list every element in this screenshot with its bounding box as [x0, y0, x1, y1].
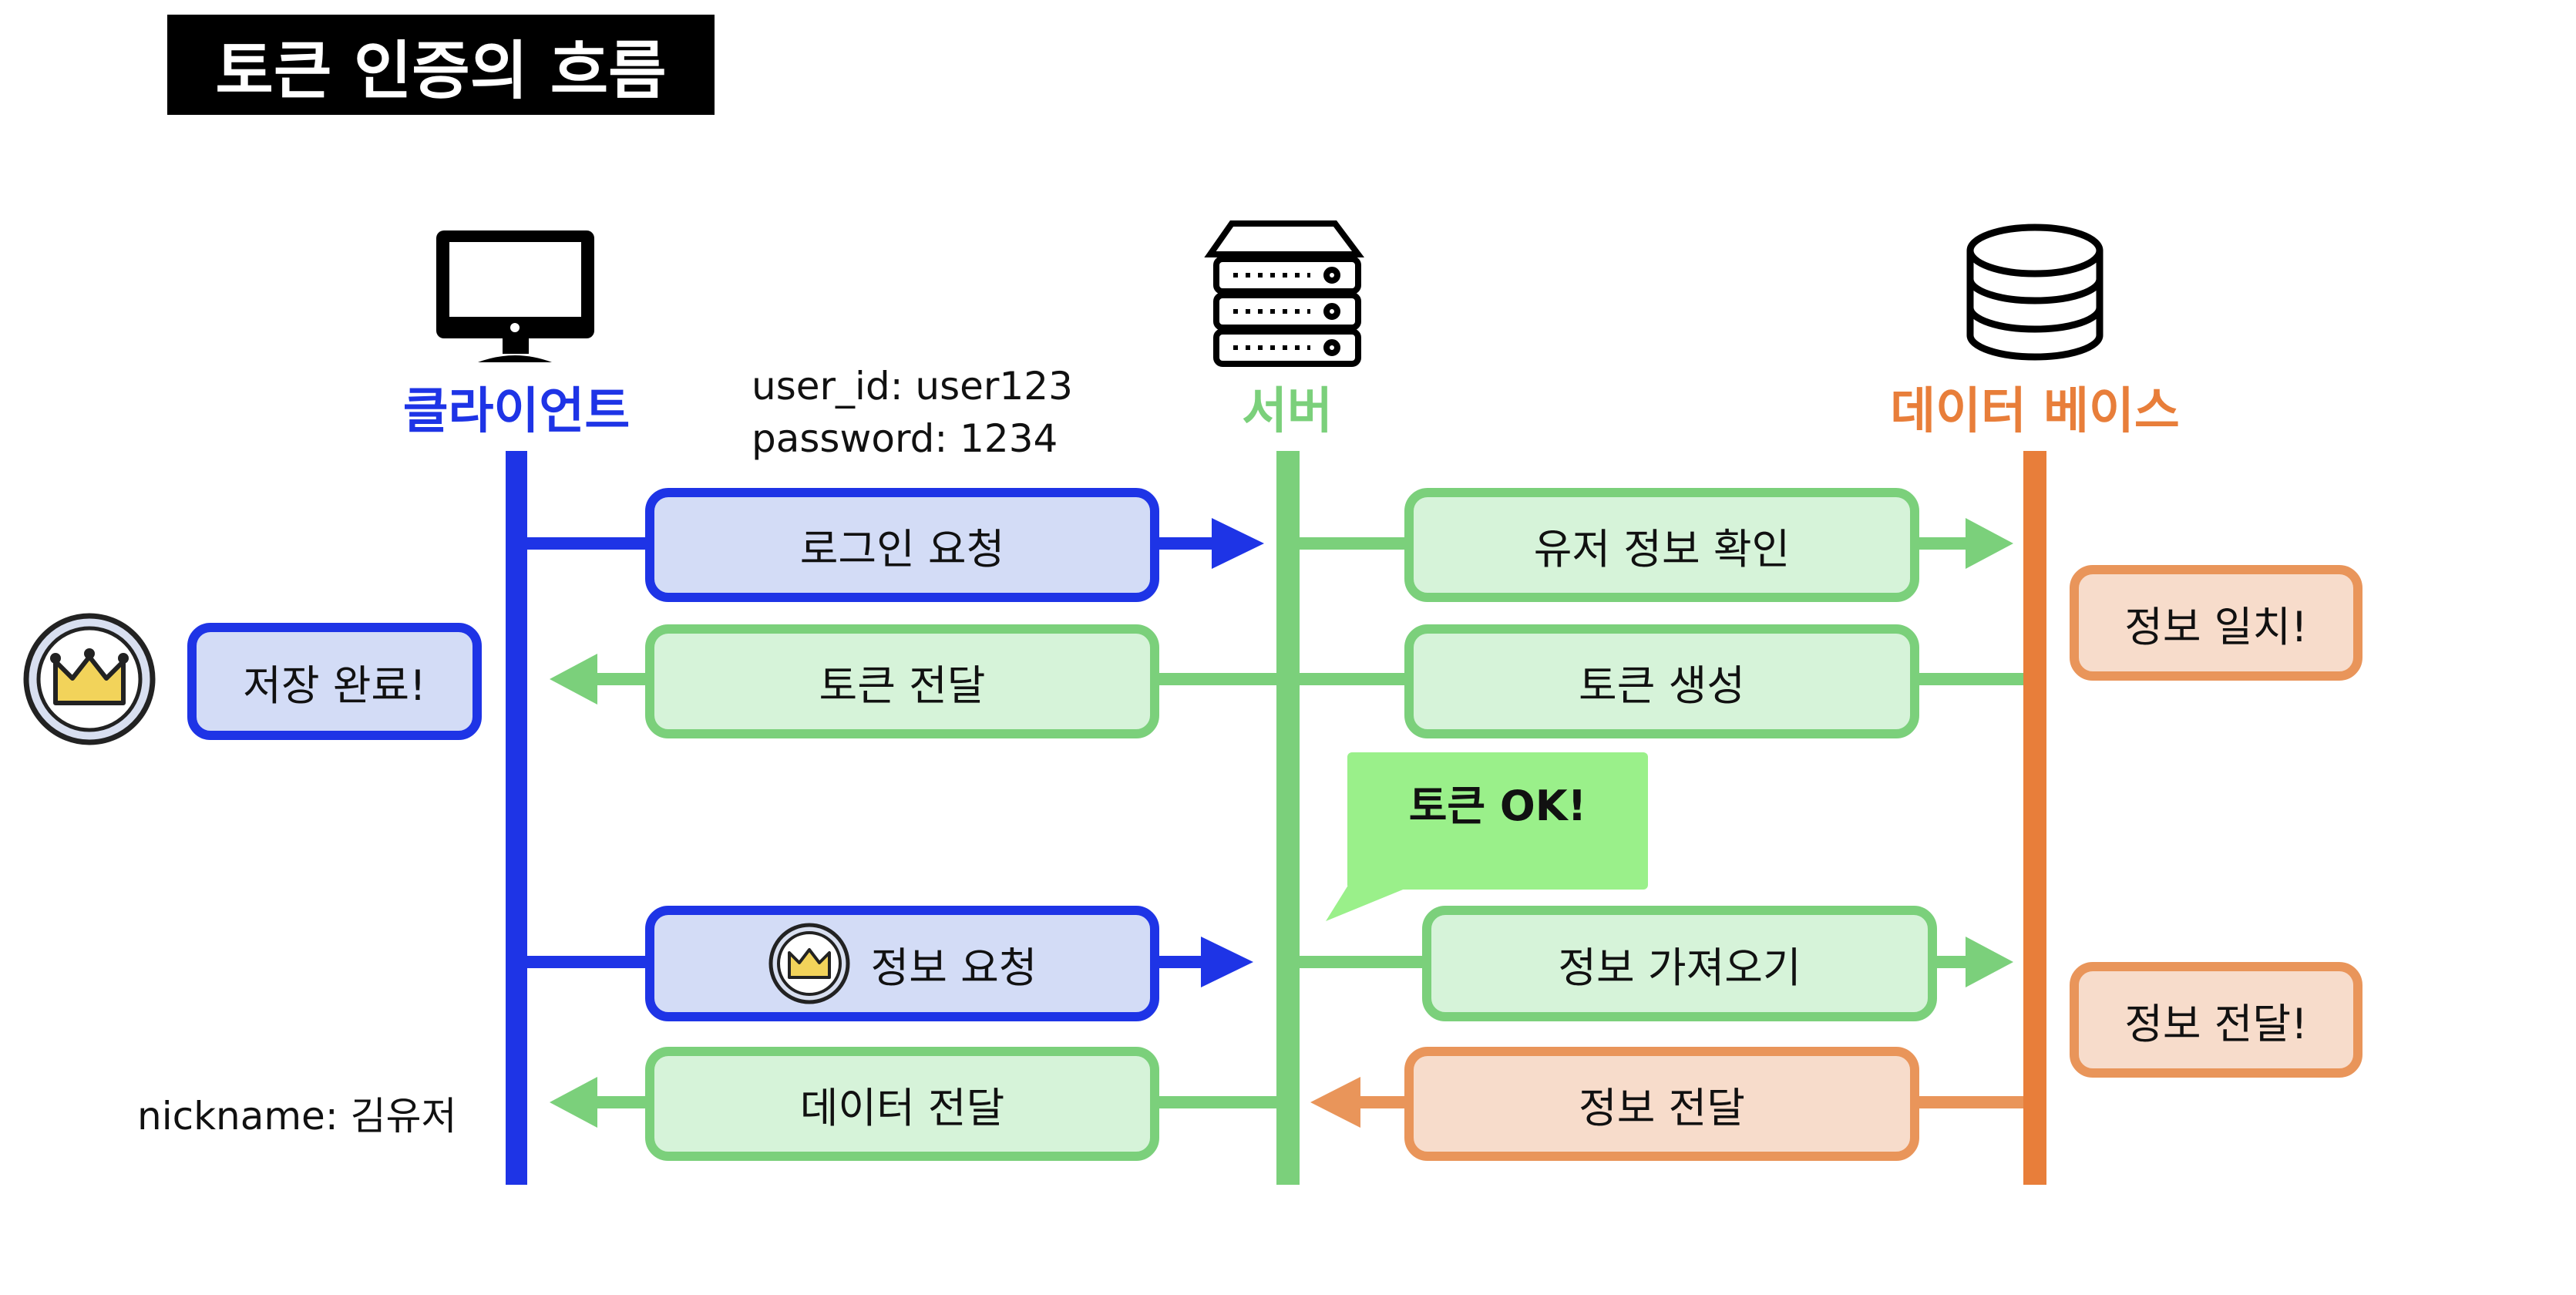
user-check-arrowhead: [1966, 518, 2013, 569]
save-done-box: 저장 완료!: [187, 623, 482, 740]
crown-token-icon: [768, 922, 851, 1005]
info-request-arrow-right-segment: [1155, 956, 1205, 968]
data-deliver-label: 데이터 전달: [799, 1083, 1005, 1132]
info-deliver-db-box: 정보 전달!: [2070, 962, 2362, 1078]
token-deliver-label: 토큰 전달: [819, 661, 986, 710]
info-match-label: 정보 일치!: [2124, 602, 2308, 651]
login-arrow-right-segment: [1155, 537, 1216, 550]
nickname-text: nickname: 김유저: [137, 1094, 457, 1139]
info-fetch-label: 정보 가져오기: [1558, 943, 1801, 992]
client-lifeline: [506, 451, 527, 1185]
login-request-label: 로그인 요청: [799, 524, 1005, 574]
server-rack-icon: [1204, 220, 1364, 367]
info-deliver-arrow-right-segment: [1915, 1096, 2023, 1108]
token-deliver-arrow-mid-segment: [1155, 673, 1409, 685]
token-create-box: 토큰 생성: [1404, 624, 1919, 738]
info-deliver-label: 정보 전달: [1579, 1083, 1745, 1132]
user-check-label: 유저 정보 확인: [1533, 524, 1791, 574]
info-fetch-arrow-right-segment: [1933, 956, 1972, 968]
user-check-box: 유저 정보 확인: [1404, 488, 1919, 602]
info-request-box: 정보 요청: [645, 906, 1159, 1021]
save-done-label: 저장 완료!: [243, 661, 426, 710]
data-deliver-box: 데이터 전달: [645, 1047, 1159, 1161]
server-label: 서버: [1242, 383, 1333, 440]
token-deliver-box: 토큰 전달: [645, 624, 1159, 738]
data-deliver-arrow-right-segment: [1155, 1096, 1276, 1108]
database-icon: [1966, 224, 2104, 361]
database-label: 데이터 베이스: [1890, 383, 2180, 440]
page-title: 토큰 인증의 흐름: [167, 15, 715, 115]
info-deliver-box: 정보 전달: [1404, 1047, 1919, 1161]
info-deliver-arrowhead: [1310, 1077, 1360, 1128]
user-check-arrow-left-segment: [1300, 537, 1409, 550]
client-label: 클라이언트: [402, 383, 631, 440]
data-deliver-arrowhead: [550, 1077, 597, 1128]
credential-user-id: user_id: user123: [752, 364, 1073, 409]
info-fetch-arrowhead: [1966, 937, 2013, 987]
info-request-label: 정보 요청: [870, 943, 1037, 992]
login-arrow-left-segment: [527, 537, 654, 550]
info-deliver-db-label: 정보 전달!: [2124, 999, 2308, 1048]
info-request-arrowhead: [1201, 937, 1253, 987]
info-fetch-box: 정보 가져오기: [1422, 906, 1937, 1021]
info-match-box: 정보 일치!: [2070, 565, 2362, 681]
credential-password: password: 1234: [752, 416, 1058, 461]
token-deliver-arrow-left-segment: [594, 673, 654, 685]
crown-token-icon: [23, 613, 156, 745]
login-request-box: 로그인 요청: [645, 488, 1159, 602]
info-fetch-arrow-left-segment: [1300, 956, 1427, 968]
database-lifeline: [2023, 451, 2046, 1185]
token-create-arrow-right-segment: [1915, 673, 2023, 685]
server-lifeline: [1276, 451, 1300, 1185]
token-ok-bubble-tail: [1326, 886, 1411, 921]
data-deliver-arrow-left-segment: [594, 1096, 654, 1108]
token-ok-bubble: 토큰 OK!: [1347, 752, 1648, 890]
token-create-label: 토큰 생성: [1579, 661, 1745, 710]
token-deliver-arrowhead: [550, 654, 597, 705]
token-ok-label: 토큰 OK!: [1408, 781, 1587, 830]
info-request-arrow-left-segment: [527, 956, 654, 968]
user-check-arrow-right-segment: [1915, 537, 1969, 550]
monitor-icon: [436, 230, 594, 362]
info-deliver-arrow-left-segment: [1357, 1096, 1409, 1108]
login-arrowhead: [1212, 518, 1264, 569]
